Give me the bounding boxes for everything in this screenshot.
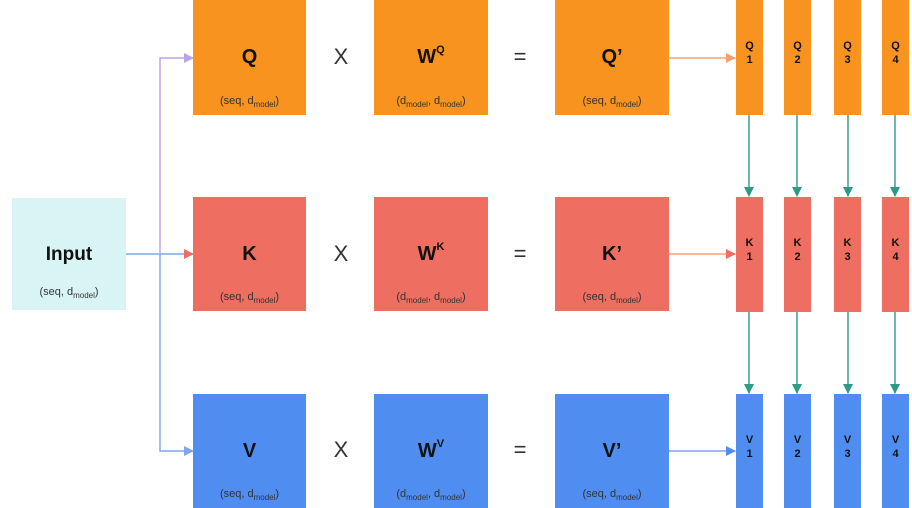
input-box: Input (seq, dmodel) [12, 198, 126, 310]
qprime-dims: (seq, dmodel) [582, 94, 642, 109]
wv-dims: (dmodel, dmodel) [396, 487, 466, 502]
k-matrix: K (seq, dmodel) [193, 197, 306, 311]
wv-matrix: WV (dmodel, dmodel) [374, 394, 488, 508]
qprime-title: Q’ [601, 46, 623, 68]
vprime-title: V’ [602, 440, 622, 462]
wq-matrix: WQ (dmodel, dmodel) [374, 0, 488, 115]
input-title: Input [45, 244, 93, 265]
kprime-title: K’ [602, 243, 622, 265]
kprime-matrix: K’ (seq, dmodel) [555, 197, 669, 311]
k-equals-sign: = [513, 241, 527, 266]
input-dims: (seq, dmodel) [39, 285, 99, 300]
k-dims: (seq, dmodel) [219, 290, 280, 305]
wq-title: WQ [417, 44, 445, 68]
v-matrix: V (seq, dmodel) [193, 394, 306, 508]
wv-title: WV [417, 438, 445, 462]
k-title: K [242, 243, 257, 265]
q-dims: (seq, dmodel) [219, 94, 280, 109]
q-multiply-sign: X [333, 44, 349, 69]
v-equals-sign: = [513, 437, 527, 462]
v-multiply-sign: X [333, 437, 349, 462]
q-equals-sign: = [513, 44, 527, 69]
wk-title: WK [417, 241, 445, 265]
q-matrix: Q (seq, dmodel) [193, 0, 306, 115]
wq-dims: (dmodel, dmodel) [396, 94, 466, 109]
kprime-dims: (seq, dmodel) [582, 290, 642, 305]
wk-dims: (dmodel, dmodel) [396, 290, 466, 305]
vprime-dims: (seq, dmodel) [582, 487, 642, 502]
v-title: V [242, 440, 257, 462]
vprime-matrix: V’ (seq, dmodel) [555, 394, 669, 508]
wk-matrix: WK (dmodel, dmodel) [374, 197, 488, 311]
arrow-input-to-v [159, 254, 194, 456]
arrow-input-to-q [159, 53, 194, 254]
v-dims: (seq, dmodel) [219, 487, 280, 502]
k-multiply-sign: X [333, 241, 349, 266]
qprime-matrix: Q’ (seq, dmodel) [555, 0, 669, 115]
q-title: Q [241, 46, 258, 68]
